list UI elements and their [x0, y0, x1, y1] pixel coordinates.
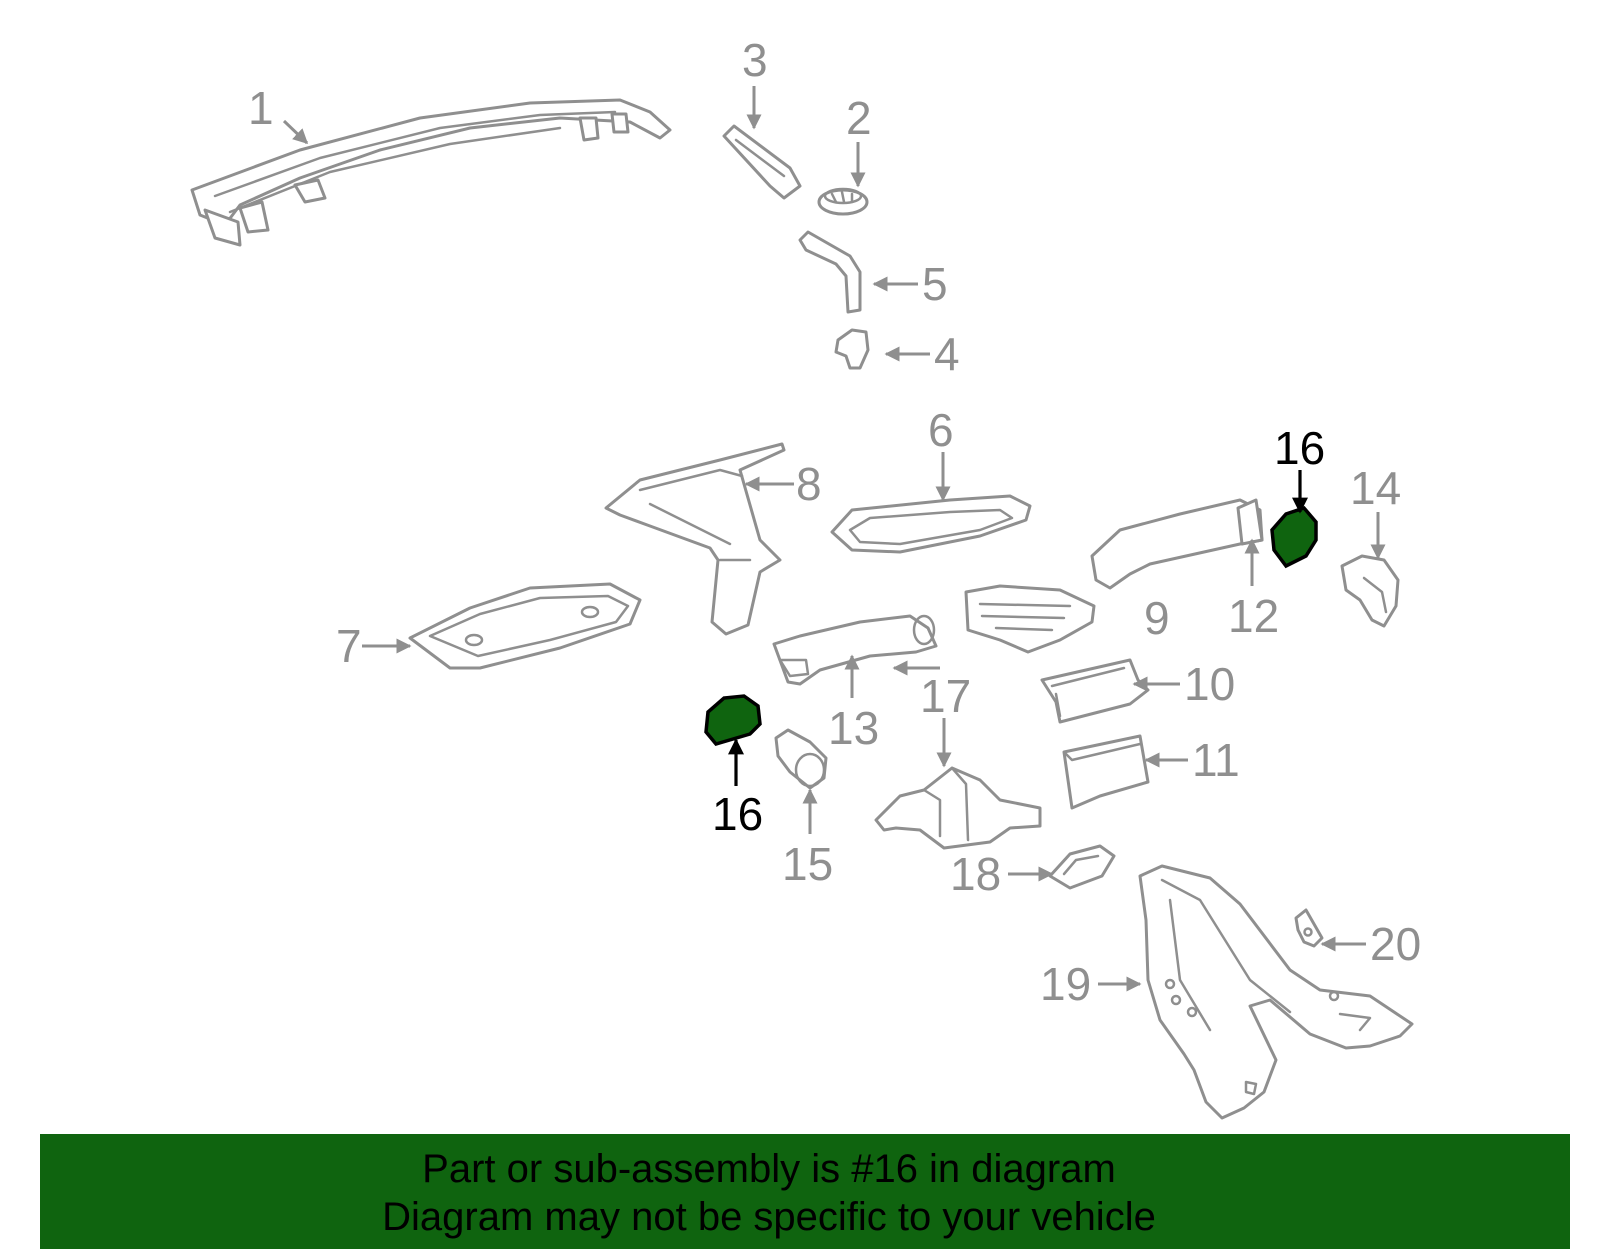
part-1-dash-duct: [190, 98, 672, 247]
callout-7: 7: [336, 620, 362, 672]
callout-14: 14: [1350, 462, 1401, 514]
info-banner: Part or sub-assembly is #16 in diagram D…: [40, 1134, 1570, 1249]
callout-15: 15: [782, 838, 833, 890]
part-11-box: [1062, 734, 1150, 810]
callout-13: 13: [828, 702, 879, 754]
callout-labels: 1 3 2 5 4 6 8 7 9 12 14 13 17 10 11 15 1…: [248, 34, 1421, 1010]
part-2-round-vent: [817, 187, 869, 216]
callout-1: 1: [248, 82, 274, 134]
callout-16-left: 16: [712, 788, 763, 840]
part-4-clip: [834, 328, 870, 370]
callout-5: 5: [922, 258, 948, 310]
banner-line-1: Part or sub-assembly is #16 in diagram: [422, 1147, 1116, 1191]
part-9-louver-vent: [964, 584, 1096, 654]
part-5-bent-tube: [798, 230, 862, 314]
callout-9: 9: [1144, 592, 1170, 644]
part-9-duct: [1090, 498, 1264, 590]
callout-11: 11: [1192, 734, 1240, 786]
callout-10: 10: [1184, 658, 1235, 710]
part-7-tray: [408, 582, 642, 670]
callout-18: 18: [950, 848, 1001, 900]
part-3-bracket: [722, 124, 802, 200]
callout-4: 4: [934, 328, 960, 380]
part-18-grille: [1048, 844, 1116, 890]
highlight-arrows: [728, 470, 1308, 786]
part-17-lower-housing: [874, 766, 1042, 850]
callout-16-right: 16: [1274, 422, 1325, 474]
part-15-tube: [774, 728, 828, 790]
callout-6: 6: [928, 404, 954, 456]
callout-12: 12: [1228, 590, 1279, 642]
part-16-seal-left: [704, 694, 762, 747]
banner-line-2: Diagram may not be specific to your vehi…: [382, 1195, 1156, 1239]
part-16-seal-right: [1270, 505, 1318, 569]
callout-2: 2: [846, 92, 872, 144]
callout-19: 19: [1040, 958, 1091, 1010]
part-14-outlet: [1340, 554, 1400, 628]
callout-8: 8: [796, 458, 822, 510]
part-19-floor-duct: [1138, 864, 1414, 1120]
part-6-panel: [830, 494, 1032, 554]
part-20-clip: [1294, 908, 1324, 948]
part-8-console-housing: [604, 442, 786, 636]
part-10-tray: [1040, 658, 1150, 724]
callout-17: 17: [920, 670, 971, 722]
callout-20: 20: [1370, 918, 1421, 970]
leader-arrows: [282, 86, 1386, 992]
callout-3: 3: [742, 34, 768, 86]
part-13-bent-duct: [772, 614, 938, 686]
